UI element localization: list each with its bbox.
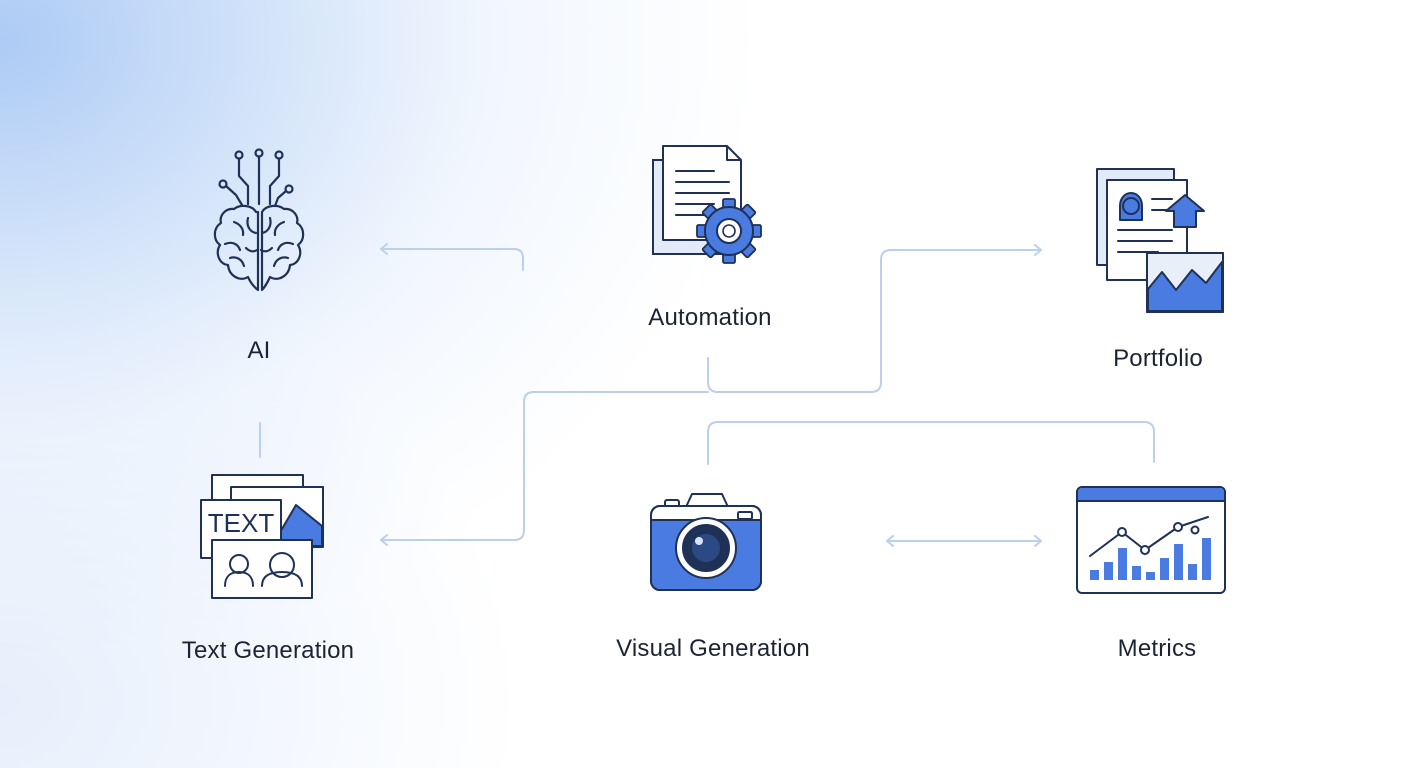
node-label-visual-generation: Visual Generation [616, 635, 810, 662]
connector-visual-metrics-top [707, 421, 1155, 465]
chart-dashboard-icon [1076, 486, 1226, 594]
node-label-metrics: Metrics [1117, 635, 1197, 662]
document-gear-icon [652, 145, 762, 264]
text-icon-caption: TEXT [208, 508, 275, 538]
portfolio-documents-icon [1096, 168, 1224, 313]
connector-automation-ai [380, 243, 524, 271]
node-label-portfolio: Portfolio [1113, 345, 1203, 372]
node-label-automation: Automation [648, 304, 772, 331]
brain-circuit-icon [213, 148, 305, 292]
node-label-text-generation: Text Generation [181, 637, 355, 664]
node-label-ai: AI [247, 337, 271, 364]
text-image-cards-icon [200, 474, 324, 599]
connector-automation-text-generation [380, 391, 709, 546]
camera-icon [650, 493, 762, 591]
connector-automation-portfolio [707, 244, 1042, 393]
